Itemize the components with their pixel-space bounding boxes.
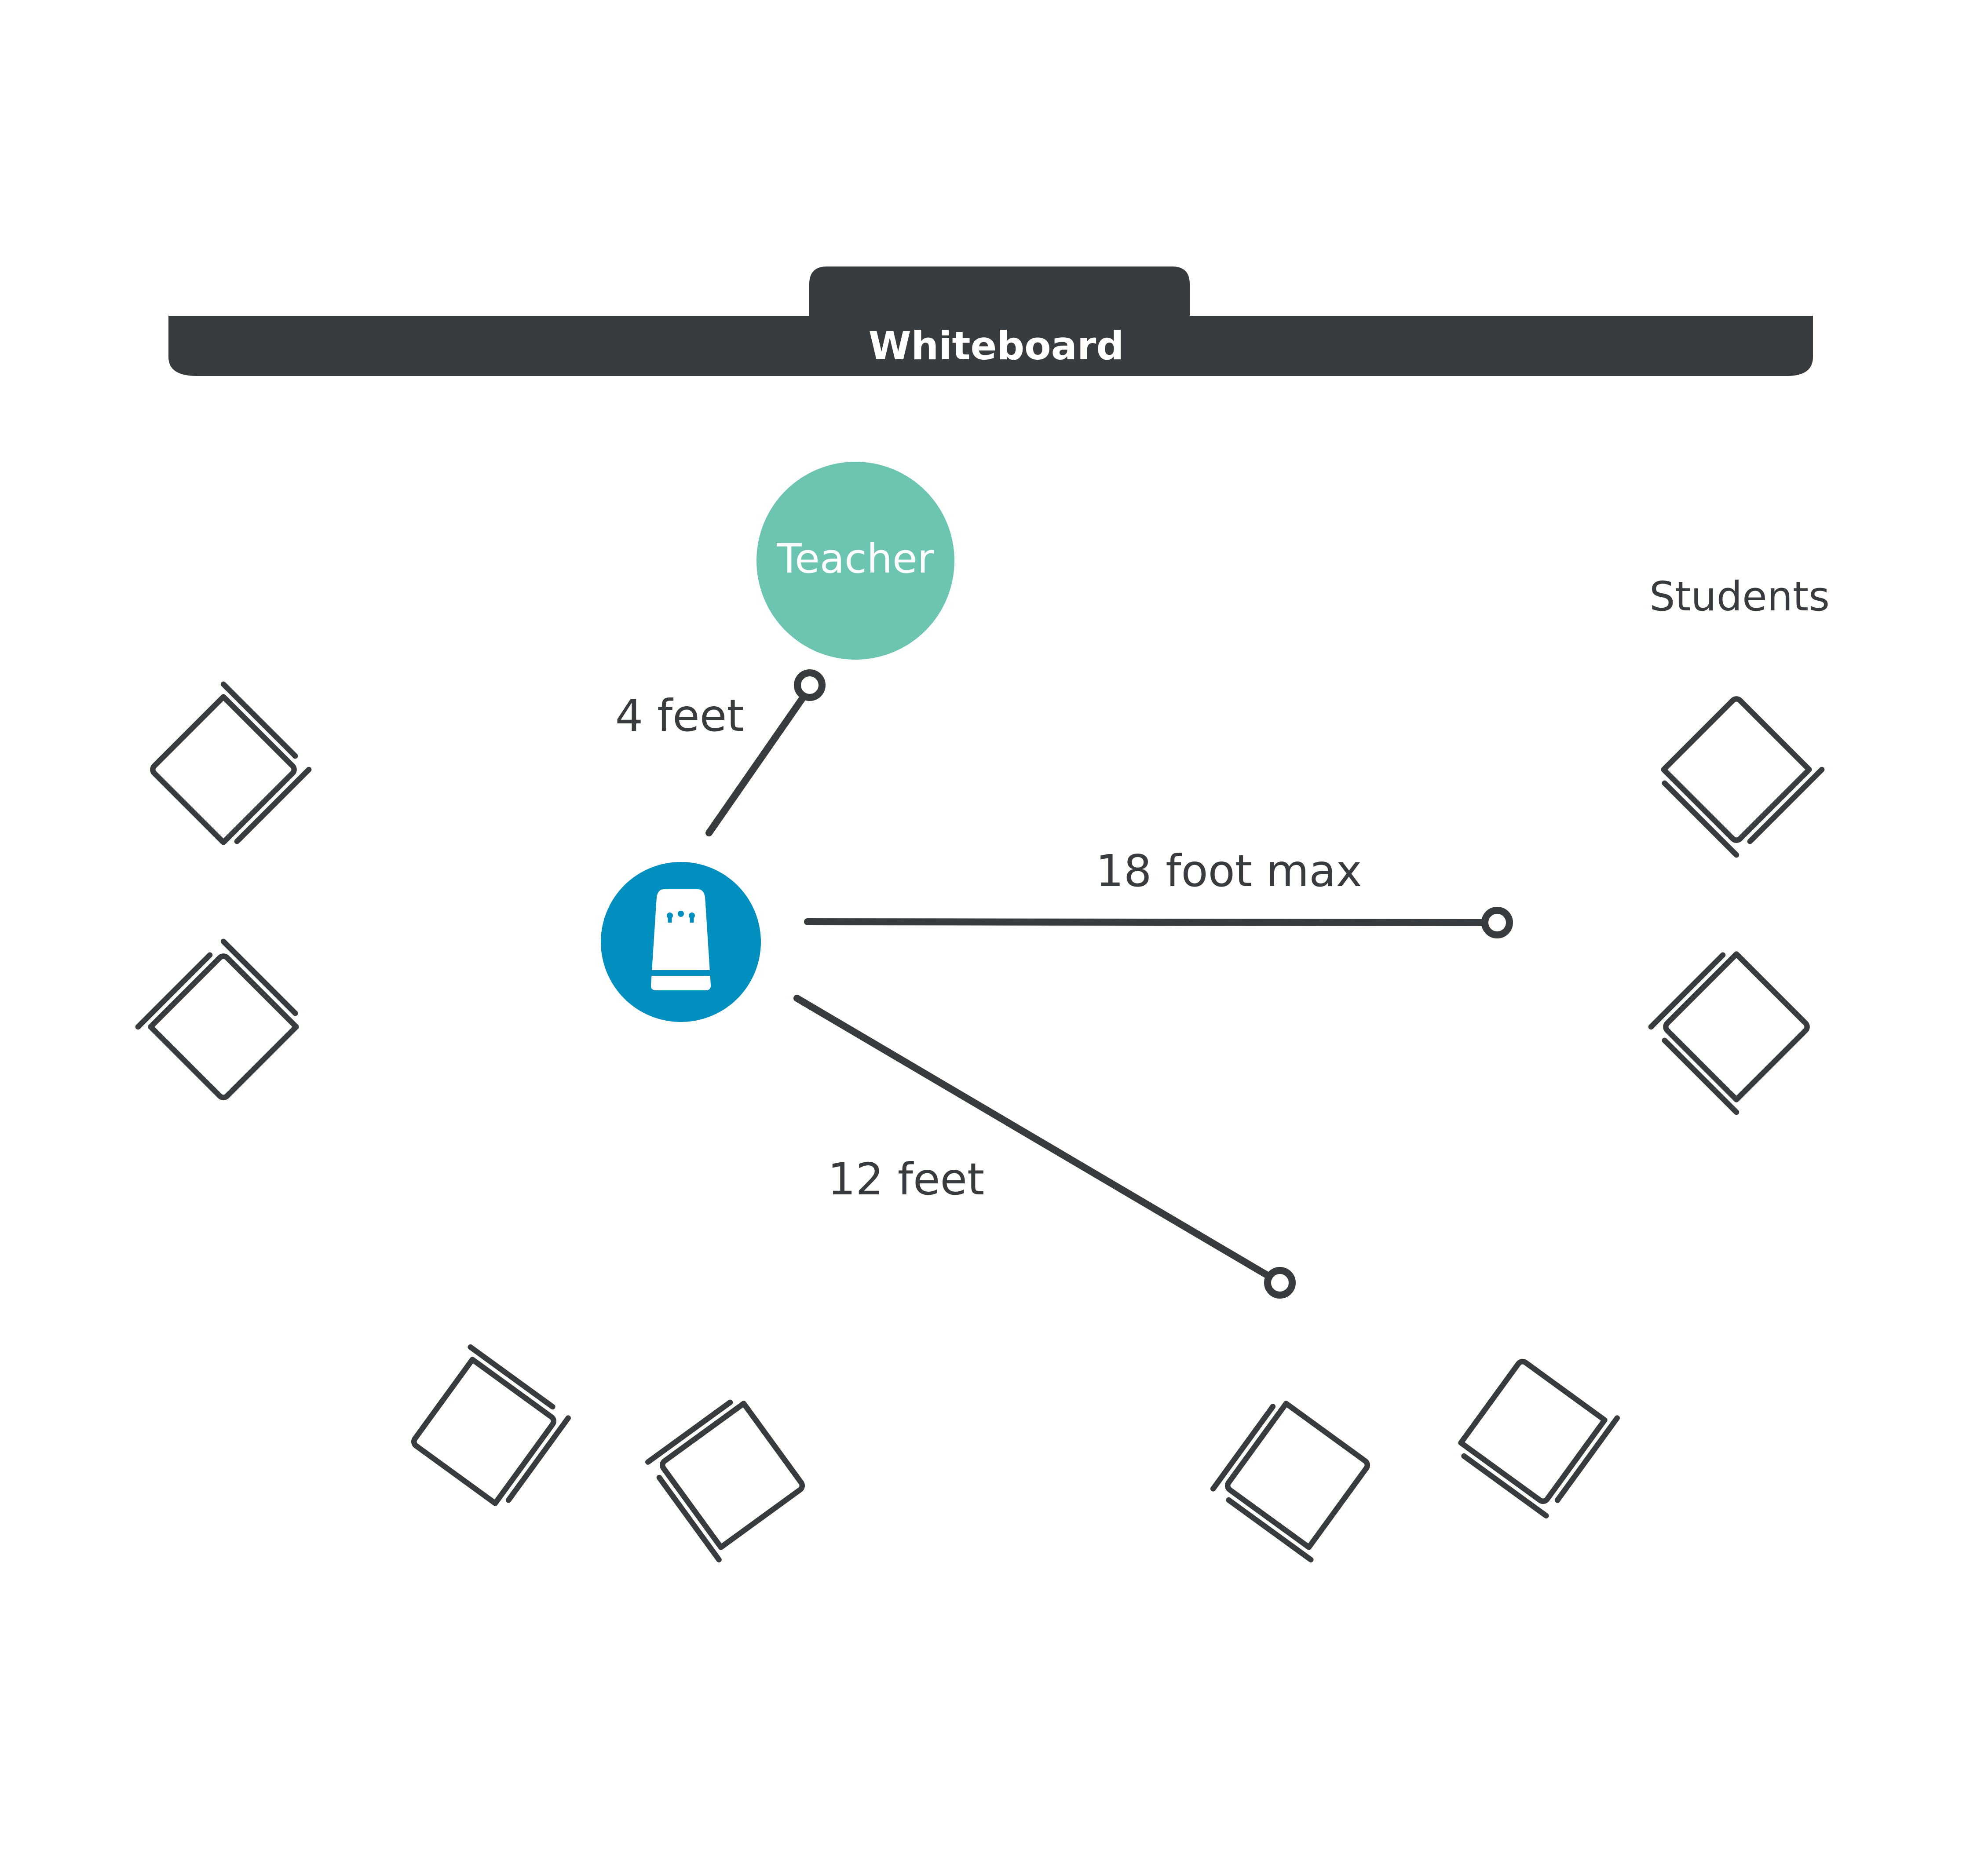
device-light-2 bbox=[678, 911, 684, 917]
chair-icon bbox=[1657, 690, 1822, 855]
max-distance-label: 18 foot max bbox=[1096, 845, 1362, 897]
chair-icon bbox=[405, 1347, 568, 1508]
student-line-endpoint bbox=[1264, 1267, 1296, 1299]
max-line-endpoint bbox=[1481, 907, 1513, 938]
chair-icon bbox=[1456, 1352, 1617, 1516]
chairs bbox=[138, 684, 1822, 1560]
device-band bbox=[651, 970, 711, 976]
chair-icon bbox=[144, 684, 309, 849]
students-label: Students bbox=[1649, 573, 1830, 620]
chair-icon bbox=[1213, 1398, 1377, 1560]
whiteboard-label: Whiteboard bbox=[869, 323, 1124, 369]
whiteboard-board bbox=[168, 316, 1813, 376]
student-distance-label: 12 feet bbox=[828, 1153, 985, 1205]
chair-icon bbox=[138, 942, 303, 1106]
device-body bbox=[650, 889, 711, 990]
teacher-line-endpoint bbox=[794, 669, 826, 701]
chair-icon bbox=[1651, 948, 1816, 1112]
speaker-device-icon bbox=[601, 862, 761, 1022]
whiteboard-mount bbox=[809, 266, 1190, 318]
whiteboard: Whiteboard bbox=[168, 266, 1813, 376]
chair-icon bbox=[648, 1396, 809, 1560]
teacher: Teacher bbox=[756, 462, 954, 660]
distance-lines bbox=[705, 669, 1513, 1299]
teacher-distance-line bbox=[705, 691, 808, 836]
teacher-distance-label: 4 feet bbox=[615, 690, 744, 741]
teacher-label: Teacher bbox=[777, 535, 934, 582]
max-distance-line bbox=[804, 918, 1486, 926]
teacher-circle bbox=[756, 462, 954, 660]
student-distance-line bbox=[793, 995, 1272, 1280]
